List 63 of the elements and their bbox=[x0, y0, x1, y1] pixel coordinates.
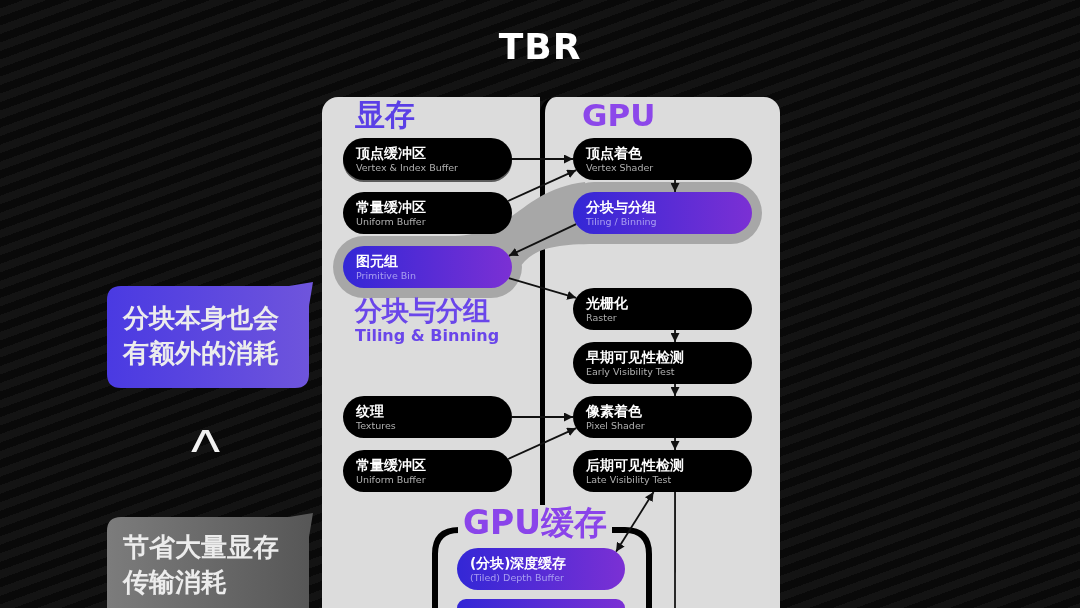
process-box bbox=[343, 450, 512, 492]
process-box bbox=[573, 138, 752, 180]
arrow bbox=[507, 277, 578, 300]
arrow bbox=[511, 412, 574, 422]
title-text: 纹理 bbox=[356, 402, 384, 420]
process-box bbox=[343, 192, 512, 234]
panel bbox=[432, 505, 652, 608]
comparison-sign: ^ bbox=[191, 432, 221, 471]
subtitle-text: Tiling / Binning bbox=[586, 215, 657, 228]
title-text: 图元组 bbox=[356, 252, 398, 270]
arrow bbox=[670, 329, 680, 343]
subtitle-text: Late Visibility Test bbox=[586, 473, 672, 486]
subtitle-text: Early Visibility Test bbox=[586, 365, 675, 378]
subtitle-text: Textures bbox=[356, 419, 396, 432]
arrow bbox=[670, 383, 680, 397]
subtitle-text: Pixel Shader bbox=[586, 419, 645, 432]
subtitle-text: Primitive Bin bbox=[356, 269, 417, 282]
title-text: 后期可见性检测 bbox=[586, 456, 684, 474]
process-box bbox=[573, 192, 752, 234]
process-box bbox=[573, 342, 752, 384]
arrow bbox=[511, 154, 574, 164]
speech-bubble bbox=[107, 282, 313, 388]
subtitle-text: Raster bbox=[586, 311, 617, 324]
panel-heading: GPU bbox=[582, 98, 656, 133]
band-subheading: Tiling & Binning bbox=[355, 327, 500, 345]
process-box bbox=[573, 396, 752, 438]
title-text: 早期可见性检测 bbox=[586, 348, 684, 366]
subtitle-text: Uniform Buffer bbox=[356, 473, 426, 486]
title-text: 常量缓冲区 bbox=[356, 198, 426, 216]
title-text: 分块与分组 bbox=[586, 198, 656, 216]
panel-heading: 显存 bbox=[355, 98, 415, 131]
process-box bbox=[573, 450, 752, 492]
title-text: 顶点缓冲区 bbox=[356, 144, 426, 162]
diagram-title: TBR bbox=[498, 28, 582, 66]
process-box bbox=[343, 138, 512, 180]
arrow bbox=[670, 437, 680, 451]
panel bbox=[540, 97, 780, 505]
subtitle-text: Uniform Buffer bbox=[356, 215, 426, 228]
band-heading: 分块与分组 bbox=[355, 296, 490, 326]
process-box bbox=[457, 548, 625, 590]
bubble-text: 分块本身也会有额外的消耗 bbox=[123, 302, 280, 370]
bubble-text: 节省大量显存传输消耗 bbox=[123, 531, 280, 599]
arrow bbox=[507, 427, 578, 460]
arrow bbox=[670, 179, 680, 193]
subtitle-text: (Tiled) Depth Buffer bbox=[470, 571, 564, 584]
subtitle-text: Vertex & Index Buffer bbox=[356, 161, 458, 174]
title-text: 常量缓冲区 bbox=[356, 456, 426, 474]
process-box bbox=[343, 246, 512, 288]
double-arrow bbox=[615, 491, 655, 553]
panel-heading: GPU缓存 bbox=[458, 505, 613, 542]
process-box bbox=[343, 396, 512, 438]
process-box bbox=[573, 288, 752, 330]
arrow bbox=[507, 223, 578, 257]
speech-bubble bbox=[107, 513, 313, 608]
process-box bbox=[457, 599, 625, 608]
title-text: 像素着色 bbox=[586, 402, 642, 420]
title-text: (分块)深度缓存 bbox=[470, 554, 567, 572]
title-text: 光栅化 bbox=[586, 294, 628, 312]
title-text: 顶点着色 bbox=[586, 144, 642, 162]
panel bbox=[322, 97, 540, 505]
subtitle-text: Vertex Shader bbox=[586, 161, 654, 174]
connector-line bbox=[674, 491, 676, 608]
arrow bbox=[507, 169, 578, 202]
